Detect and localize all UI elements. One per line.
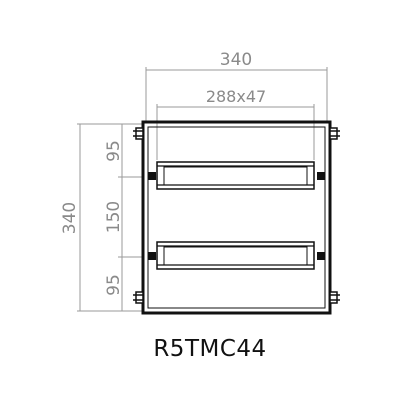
- rail-spacing-label: 150: [104, 201, 124, 233]
- overall-width-dimension: 340: [145, 50, 328, 122]
- overall-width-label: 340: [220, 50, 252, 70]
- bottom-offset-label: 95: [104, 274, 124, 296]
- top-offset-label: 95: [104, 140, 124, 162]
- bracket-bottom-left: [135, 291, 144, 304]
- din-rail-lower: [148, 241, 325, 270]
- bracket-top-left: [135, 127, 144, 140]
- rail-size-dimension: 288x47: [156, 87, 315, 160]
- rail-lower-mount-right: [317, 252, 325, 260]
- bracket-top-right: [329, 127, 338, 140]
- rail-lower-mount-left: [148, 252, 156, 260]
- bracket-bottom-right: [329, 291, 338, 304]
- rail-size-label: 288x47: [206, 87, 266, 106]
- din-rail-upper: [148, 161, 325, 190]
- mounting-brackets: [133, 127, 340, 304]
- overall-height-dimension: 340: [60, 123, 142, 312]
- rail-upper-mount-left: [148, 172, 156, 180]
- overall-height-label: 340: [60, 202, 80, 234]
- model-code: R5TMC44: [153, 336, 267, 362]
- vertical-segment-dimensions: 95 150 95: [104, 124, 142, 311]
- enclosure-frame: [141, 120, 332, 315]
- rail-upper-mount-right: [317, 172, 325, 180]
